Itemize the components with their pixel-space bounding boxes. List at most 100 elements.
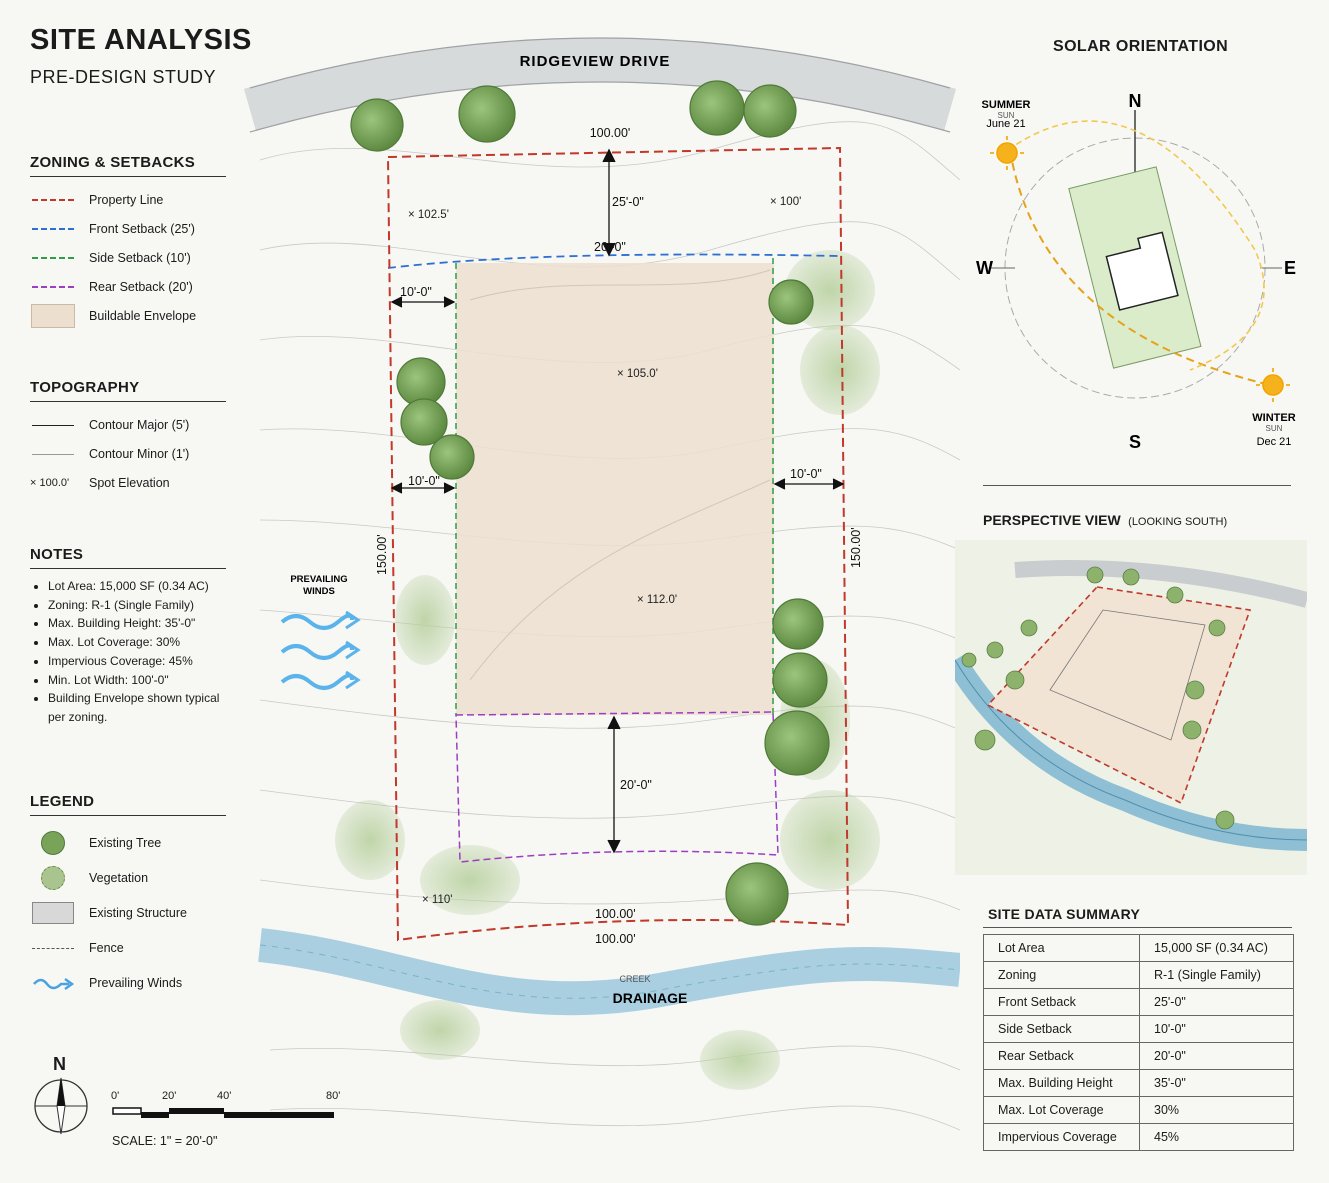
tree-icon <box>768 279 814 325</box>
perspective-heading: PERSPECTIVE VIEW <box>983 512 1121 528</box>
solar-divider <box>983 485 1291 486</box>
wind-icon <box>32 977 74 991</box>
dim-front-setback: 25'-0" <box>612 195 644 209</box>
tree-icon <box>458 85 516 143</box>
legend-rear-setback: Rear Setback (20') <box>30 278 226 296</box>
buildable-envelope-swatch <box>30 304 75 328</box>
summer-label: SUMMER <box>982 99 1031 111</box>
buildable-envelope <box>456 263 774 715</box>
spot-elevation-label: Spot Elevation <box>89 476 170 490</box>
solar-south: S <box>1129 432 1141 452</box>
dim-top: 100.00' <box>590 126 631 140</box>
sun-icon <box>1256 368 1290 402</box>
legend-existing-structure: Existing Structure <box>30 900 226 926</box>
drainage-label: DRAINAGE <box>613 990 688 1006</box>
tree-icon <box>1166 586 1184 604</box>
tree-icon <box>1086 566 1104 584</box>
dim-right: 150.00' <box>849 527 863 568</box>
tree-icon <box>743 84 797 138</box>
tree-icon <box>974 729 996 751</box>
scale-graphic <box>112 1107 334 1118</box>
ridgeview-drive <box>243 38 957 132</box>
tree-icon <box>1185 680 1205 700</box>
tree-icon <box>1122 568 1140 586</box>
legend-existing-tree: Existing Tree <box>30 830 226 856</box>
winter-label: WINTER <box>1252 412 1295 424</box>
row-value: 45% <box>1139 1123 1294 1151</box>
solar-heading: SOLAR ORIENTATION <box>1053 38 1229 55</box>
structure-icon <box>31 902 74 924</box>
scale-tick: 0' <box>111 1090 120 1102</box>
dim-left: 150.00' <box>375 534 389 575</box>
spot-elevation-symbol: × 100.0' <box>30 477 70 489</box>
legend-prevailing-winds: Prevailing Winds <box>30 970 226 996</box>
row-label: Max. Building Height <box>983 1069 1140 1097</box>
contour-major-swatch <box>31 424 74 426</box>
dim-bottom-inner: 100.00' <box>595 907 636 921</box>
row-label: Zoning <box>983 961 1140 989</box>
contour-minor-swatch <box>31 453 74 455</box>
notes-section: NOTES Lot Area: 15,000 SF (0.34 AC) Zoni… <box>30 546 228 727</box>
tree-icon <box>986 641 1004 659</box>
note-item: Impervious Coverage: 45% <box>48 652 228 671</box>
contour-minor-label: Contour Minor (1') <box>89 447 190 461</box>
solar-diagram: N S W E SUMMER SUN June 21 WINTER SUN De… <box>976 91 1296 452</box>
spot-elevation: × 105.0' <box>617 368 658 380</box>
prevailing-winds-label: Prevailing Winds <box>89 976 183 990</box>
rear-setback-label: Rear Setback (20') <box>89 280 193 294</box>
solar-east: E <box>1284 258 1296 278</box>
tree-icon <box>1215 810 1235 830</box>
legend-buildable-envelope: Buildable Envelope <box>30 304 226 328</box>
solar-north: N <box>1129 91 1142 111</box>
row-label: Rear Setback <box>983 1042 1140 1070</box>
contour-major-label: Contour Major (5') <box>89 418 190 432</box>
note-item: Max. Lot Coverage: 30% <box>48 633 228 652</box>
scale-label: SCALE: 1" = 20'-0" <box>112 1134 218 1148</box>
legend-heading: LEGEND <box>30 793 226 816</box>
tree-icon <box>1020 619 1038 637</box>
dim-side-left: 10'-0" <box>408 474 440 488</box>
spot-elevation: × 100' <box>770 196 801 208</box>
perspective-property <box>986 586 1252 805</box>
scale-tick: 80' <box>326 1090 341 1102</box>
perspective-trees <box>961 566 1235 830</box>
existing-tree-label: Existing Tree <box>89 836 162 850</box>
row-value: 20'-0" <box>1139 1042 1294 1070</box>
winter-sub: SUN <box>1266 424 1283 433</box>
existing-trees <box>350 80 830 926</box>
note-item: Min. Lot Width: 100'-0" <box>48 671 228 690</box>
creek <box>258 928 960 1016</box>
page-subtitle: PRE-DESIGN STUDY <box>30 67 217 87</box>
property-line <box>386 146 850 942</box>
row-value: 25'-0" <box>1139 988 1294 1016</box>
street-label: RIDGEVIEW DRIVE <box>520 53 671 70</box>
legend-fence: Fence <box>30 935 226 961</box>
note-item: Building Envelope shown typical per zoni… <box>48 689 228 726</box>
spot-elevation: × 110' <box>422 894 452 906</box>
legend-contour-minor: Contour Minor (1') <box>30 445 226 463</box>
tree-icon <box>400 398 448 446</box>
perspective-sub: (LOOKING SOUTH) <box>1128 516 1228 528</box>
summer-sun-path <box>1007 120 1265 371</box>
row-label: Max. Lot Coverage <box>983 1096 1140 1124</box>
property-line-swatch <box>31 199 74 201</box>
tree-icon <box>429 434 475 480</box>
winter-sun-path <box>1009 149 1271 386</box>
north-label: N <box>53 1054 66 1074</box>
tree-icon <box>725 862 789 926</box>
dim-side-right: 10'-0" <box>790 467 822 481</box>
site-plan: RIDGEVIEW DRIVE CREEK DRAINAGE 100.00' 2… <box>243 37 960 1131</box>
topography-section: TOPOGRAPHY Contour Major (5') Contour Mi… <box>30 379 226 492</box>
winter-date: Dec 21 <box>1257 436 1292 448</box>
rear-setback-swatch <box>31 286 74 288</box>
dim-side-left-top: 10'-0" <box>400 285 432 299</box>
page-title: SITE ANALYSIS <box>30 24 252 56</box>
tree-icon <box>689 80 745 136</box>
